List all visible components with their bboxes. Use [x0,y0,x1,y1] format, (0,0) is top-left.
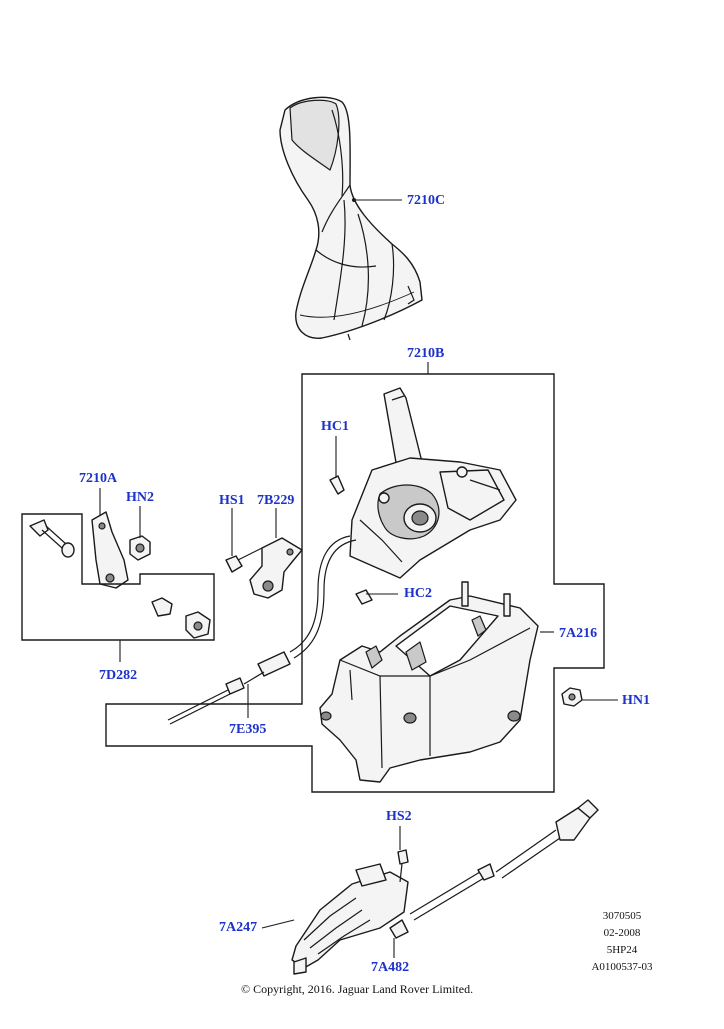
callout-hc1: HC1 [321,419,349,434]
copyright-notice: © Copyright, 2016. Jaguar Land Rover Lim… [241,982,474,996]
reference-date: 02-2008 [603,927,641,939]
drawing-reference-block: 3070505 02-2008 5HP24 A0100537-03 [572,908,672,976]
clip-hc1 [329,475,345,495]
callout-hs2: HS2 [386,809,412,824]
callout-7b229: 7B229 [257,493,295,508]
leader-lines [99,198,618,958]
reference-code: A0100537-03 [591,961,653,973]
callout-hs1: HS1 [219,493,245,508]
lower-cable [389,799,599,939]
callout-7e395: 7E395 [229,722,267,737]
bracket-7b229 [249,537,303,599]
assembly-7210b-boundary [105,373,605,793]
selector-mechanism [349,387,517,579]
kit-7d282-boundary [21,513,215,641]
callout-7210a: 7210A [79,471,118,486]
reference-model: 5HP24 [606,944,638,956]
callout-7210c: 7210C [407,193,446,208]
gear-knob-boot [279,96,423,341]
nut-hn1 [561,687,583,707]
callout-hn2: HN2 [126,490,154,505]
callout-hc2: HC2 [404,586,432,601]
selector-housing [319,581,539,783]
bolt-hs1 [225,547,263,573]
callout-7210b: 7210B [407,346,445,361]
reference-number: 3070505 [602,910,642,922]
callout-7a482: 7A482 [371,960,410,975]
bolt-hs2 [397,849,409,883]
callout-hn1: HN1 [622,693,650,708]
callout-7d282: 7D282 [99,668,138,683]
callout-7a247: 7A247 [219,920,258,935]
clip-hc2 [355,589,373,605]
lever-7a247 [291,863,409,975]
callout-7a216: 7A216 [559,626,598,641]
bracket-kit-parts [29,511,211,639]
selector-cable [167,535,357,725]
